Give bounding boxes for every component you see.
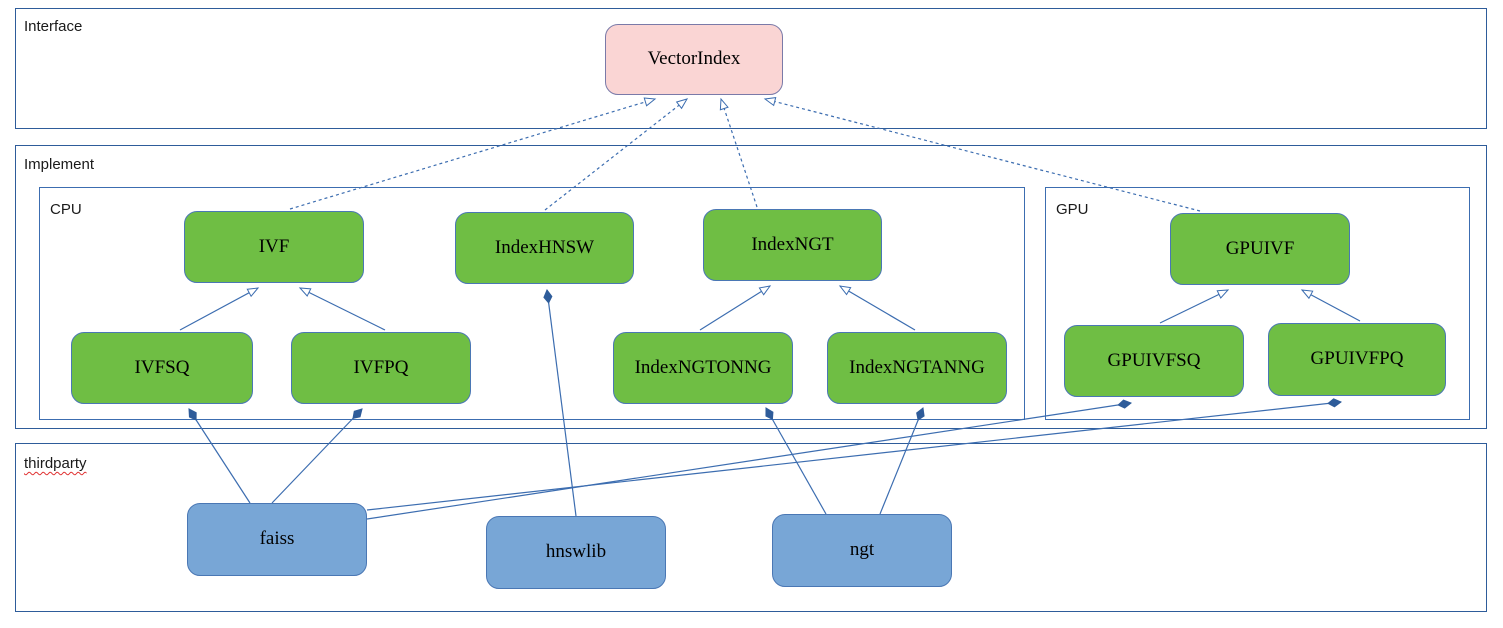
class-node-label: GPUIVFSQ <box>1107 349 1201 371</box>
class-node-label: IVFSQ <box>134 356 190 378</box>
group-label-thirdparty: thirdparty <box>24 455 87 472</box>
class-node-ngt[interactable]: ngt <box>772 514 952 587</box>
class-node-indexngtanng[interactable]: IndexNGTANNG <box>827 332 1007 404</box>
class-node-hnswlib[interactable]: hnswlib <box>486 516 666 589</box>
class-node-label: GPUIVFPQ <box>1310 348 1404 370</box>
class-node-label: GPUIVF <box>1225 237 1295 259</box>
class-node-label: IVFPQ <box>353 356 409 378</box>
class-node-ivf[interactable]: IVF <box>184 211 364 283</box>
group-label-gpu: GPU <box>1056 201 1089 218</box>
class-node-label: IndexNGTONNG <box>634 356 772 378</box>
class-node-label: IndexNGTANNG <box>849 356 985 378</box>
class-node-gpuivf[interactable]: GPUIVF <box>1170 213 1350 285</box>
class-node-vectorindex[interactable]: VectorIndex <box>605 24 783 95</box>
class-node-label: hnswlib <box>545 541 607 563</box>
class-node-gpuivfpq[interactable]: GPUIVFPQ <box>1268 323 1446 396</box>
class-node-label: IVF <box>258 235 290 257</box>
group-label-interface: Interface <box>24 18 83 35</box>
class-node-ivfpq[interactable]: IVFPQ <box>291 332 471 404</box>
class-node-label: faiss <box>259 528 295 550</box>
class-node-label: ngt <box>849 539 875 561</box>
group-label-cpu: CPU <box>50 201 82 218</box>
class-node-ivfsq[interactable]: IVFSQ <box>71 332 253 404</box>
class-node-faiss[interactable]: faiss <box>187 503 367 576</box>
group-label-implement: Implement <box>24 156 95 173</box>
class-node-label: IndexNGT <box>751 233 834 255</box>
class-node-indexngt[interactable]: IndexNGT <box>703 209 882 281</box>
class-node-gpuivfsq[interactable]: GPUIVFSQ <box>1064 325 1244 397</box>
class-node-indexhnsw[interactable]: IndexHNSW <box>455 212 634 284</box>
class-node-label: VectorIndex <box>647 48 741 70</box>
class-node-label: IndexHNSW <box>494 236 595 258</box>
class-node-indexngtonng[interactable]: IndexNGTONNG <box>613 332 793 404</box>
